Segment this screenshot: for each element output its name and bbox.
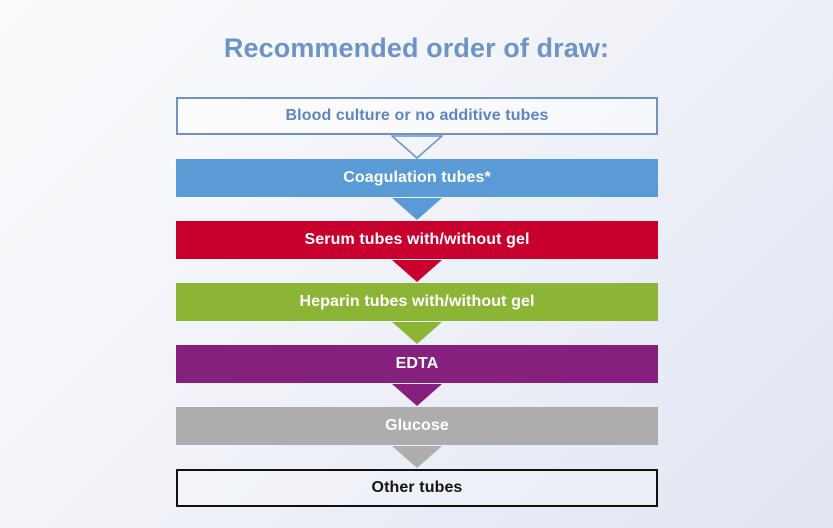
flow-step-label: Heparin tubes with/without gel <box>299 293 535 310</box>
flow-step: EDTA <box>176 345 658 407</box>
flow-step-label: Glucose <box>385 417 449 434</box>
flow-arrow-slot <box>176 197 658 221</box>
flow-step-box: EDTA <box>176 345 658 383</box>
flow-step-label: Serum tubes with/without gel <box>304 231 530 248</box>
arrow-down-icon <box>391 135 443 159</box>
flow-step-box: Other tubes <box>176 469 658 507</box>
flow-arrow-slot <box>176 383 658 407</box>
arrow-down-icon <box>391 445 443 469</box>
flow-step: Coagulation tubes* <box>176 159 658 221</box>
flow-step-box: Coagulation tubes* <box>176 159 658 197</box>
flow-step-box: Blood culture or no additive tubes <box>176 97 658 135</box>
page-title: Recommended order of draw: <box>223 33 610 63</box>
flow-arrow-slot <box>176 445 658 469</box>
flow-step: Heparin tubes with/without gel <box>176 283 658 345</box>
arrow-down-icon <box>391 197 443 221</box>
arrow-down-icon <box>391 383 443 407</box>
flow-step: Blood culture or no additive tubes <box>176 97 658 159</box>
flow-step: Glucose <box>176 407 658 469</box>
flow-arrow-slot <box>176 259 658 283</box>
flow-step: Serum tubes with/without gel <box>176 221 658 283</box>
flow-step-label: EDTA <box>395 355 439 372</box>
flow-step-box: Serum tubes with/without gel <box>176 221 658 259</box>
flow-arrow-slot <box>176 321 658 345</box>
flow-step-box: Glucose <box>176 407 658 445</box>
flow-step-label: Coagulation tubes* <box>343 169 491 186</box>
flow-step-label: Other tubes <box>371 479 463 496</box>
arrow-down-icon <box>391 259 443 283</box>
flow-step-box: Heparin tubes with/without gel <box>176 283 658 321</box>
arrow-down-icon <box>391 321 443 345</box>
flow-step-label: Blood culture or no additive tubes <box>285 107 549 124</box>
flow-arrow-slot <box>176 135 658 159</box>
flow-step: Other tubes <box>176 469 658 507</box>
